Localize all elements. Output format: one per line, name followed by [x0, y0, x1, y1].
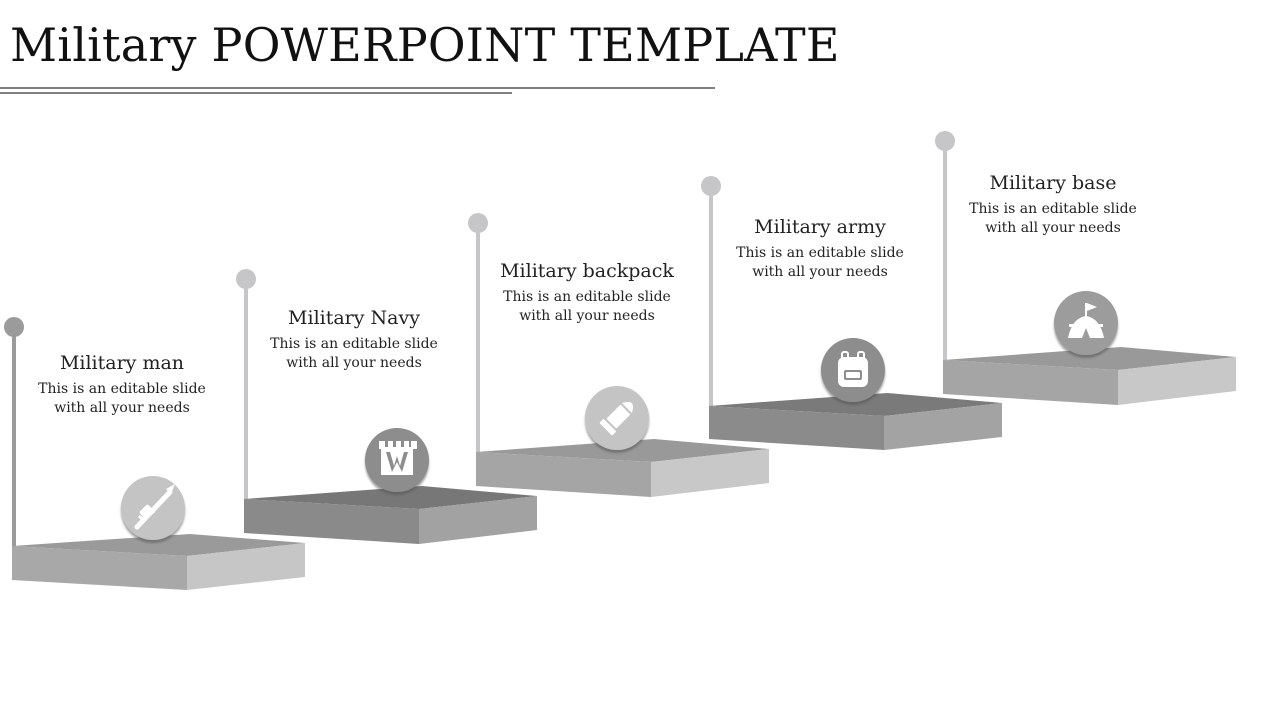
- step-3-description-line-2: with all your needs: [519, 308, 655, 324]
- step-3-text: Military backpack This is an editable sl…: [467, 260, 707, 326]
- step-5-platform-front: [943, 360, 1118, 405]
- step-5-description-line-1: This is an editable slide: [969, 201, 1137, 217]
- step-4-description: This is an editable slide with all your …: [700, 244, 940, 282]
- fortress-icon: [379, 441, 417, 475]
- step-3-platform-top: [476, 439, 769, 462]
- step-3-description: This is an editable slide with all your …: [467, 288, 707, 326]
- step-1-platform-side: [187, 543, 305, 590]
- step-1-platform-top: [12, 534, 305, 556]
- step-4-text: Military army This is an editable slide …: [700, 216, 940, 282]
- step-4-description-line-2: with all your needs: [752, 264, 888, 280]
- step-1-platform-front: [12, 546, 187, 590]
- step-5: [935, 131, 1236, 405]
- slide-title: Military POWERPOINT TEMPLATE: [10, 18, 840, 72]
- step-3-heading: Military backpack: [500, 260, 674, 282]
- step-3-platform-side: [651, 449, 769, 497]
- step-2-pin-head: [236, 269, 256, 289]
- step-2-description-line-2: with all your needs: [286, 355, 422, 371]
- step-1-description-line-2: with all your needs: [54, 400, 190, 416]
- soldier-rifle-icon: [134, 484, 175, 530]
- step-5-platform-top: [943, 347, 1236, 370]
- title-underline-short: [0, 92, 512, 94]
- step-5-description-line-2: with all your needs: [985, 220, 1121, 236]
- step-4-description-line-1: This is an editable slide: [736, 245, 904, 261]
- step-2-platform-front: [244, 499, 419, 544]
- step-4-platform-side: [884, 403, 1002, 450]
- step-4-platform-front: [709, 406, 884, 450]
- bullet-icon: [599, 401, 634, 436]
- step-2-heading: Military Navy: [288, 307, 420, 329]
- step-1-heading: Military man: [59, 352, 185, 374]
- step-2: [236, 269, 537, 544]
- step-5-description: This is an editable slide with all your …: [933, 200, 1173, 238]
- step-1-text: Military man This is an editable slide w…: [2, 352, 242, 418]
- step-4: [701, 176, 1002, 450]
- step-1-description-line-1: This is an editable slide: [38, 381, 206, 397]
- step-3-pin-head: [468, 213, 488, 233]
- backpack-icon: [838, 351, 868, 387]
- tent-base-icon: [1068, 303, 1104, 338]
- step-3: [468, 213, 769, 497]
- step-5-platform-side: [1118, 357, 1236, 405]
- step-1: [4, 317, 305, 590]
- step-4-platform-top: [709, 393, 1002, 416]
- step-4-heading: Military army: [754, 216, 886, 238]
- step-2-description-line-1: This is an editable slide: [270, 336, 438, 352]
- step-5-text: Military base This is an editable slide …: [933, 172, 1173, 238]
- step-5-pin-head: [935, 131, 955, 151]
- step-2-platform-top: [244, 486, 537, 509]
- step-2-description: This is an editable slide with all your …: [234, 335, 474, 373]
- step-2-text: Military Navy This is an editable slide …: [234, 307, 474, 373]
- step-2-platform-side: [419, 496, 537, 544]
- step-1-description: This is an editable slide with all your …: [2, 380, 242, 418]
- step-3-description-line-1: This is an editable slide: [503, 289, 671, 305]
- title-underline-long: [0, 87, 715, 89]
- step-4-pin-head: [701, 176, 721, 196]
- step-3-platform-front: [476, 452, 651, 497]
- step-5-heading: Military base: [989, 172, 1117, 194]
- step-1-pin-head: [4, 317, 24, 337]
